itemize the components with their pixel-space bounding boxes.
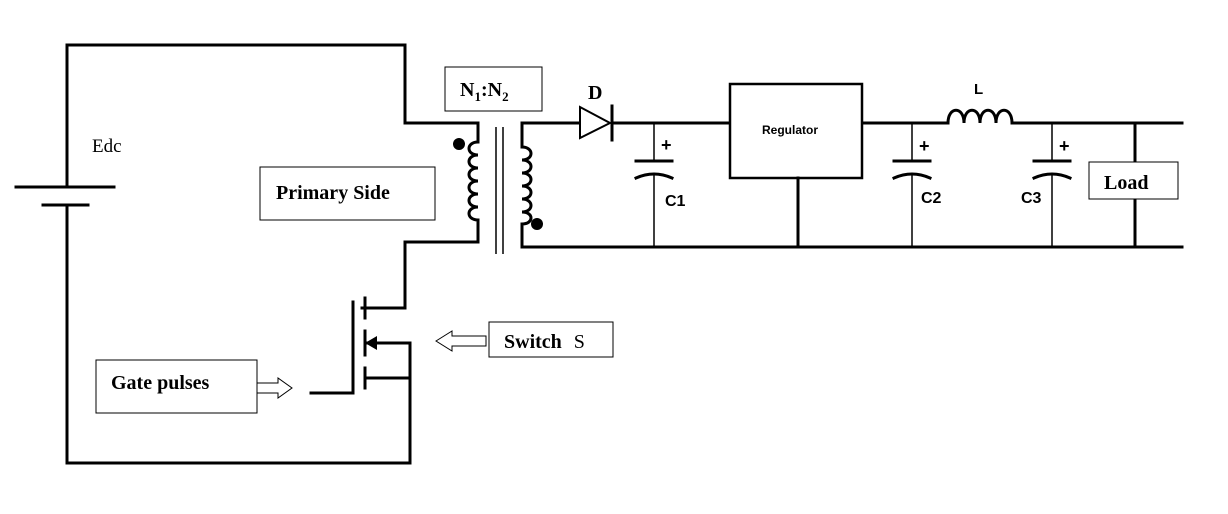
inductor-l <box>946 108 1014 125</box>
c3-plus: + <box>1059 136 1070 156</box>
switch-arrow <box>435 330 487 352</box>
gate-pulses-label: Gate pulses <box>111 372 210 394</box>
capacitor-c1 <box>634 123 674 247</box>
primary-side-box <box>259 166 436 221</box>
inductor-label: L <box>974 81 983 98</box>
turns-ratio-box <box>444 66 543 112</box>
c1-label: C1 <box>665 193 686 210</box>
battery-edc <box>14 43 116 465</box>
regulator-box <box>728 82 864 180</box>
c3-label: C3 <box>1021 190 1042 207</box>
primary-wiring <box>65 43 464 465</box>
capacitor-c2 <box>892 123 932 247</box>
secondary-polarity-dot <box>531 218 543 230</box>
primary-polarity-dot <box>453 138 465 150</box>
gate-arrow <box>256 377 293 399</box>
edc-label: Edc <box>92 136 122 157</box>
regulator-label: Regulator <box>762 123 818 137</box>
secondary-wiring <box>524 121 1184 249</box>
turns-ratio-label: N1:N2 <box>460 79 509 104</box>
c2-plus: + <box>919 136 930 156</box>
diode-label: D <box>588 82 602 104</box>
load-label: Load <box>1104 172 1148 194</box>
capacitor-c3 <box>1032 123 1072 247</box>
switch-box <box>488 321 614 358</box>
transformer <box>453 121 543 254</box>
mosfet-switch <box>309 296 412 395</box>
c1-plus: + <box>661 135 672 155</box>
primary-side-label: Primary Side <box>276 182 390 204</box>
c2-label: C2 <box>921 190 942 207</box>
load-box <box>1088 161 1179 200</box>
diode-d <box>579 104 614 142</box>
